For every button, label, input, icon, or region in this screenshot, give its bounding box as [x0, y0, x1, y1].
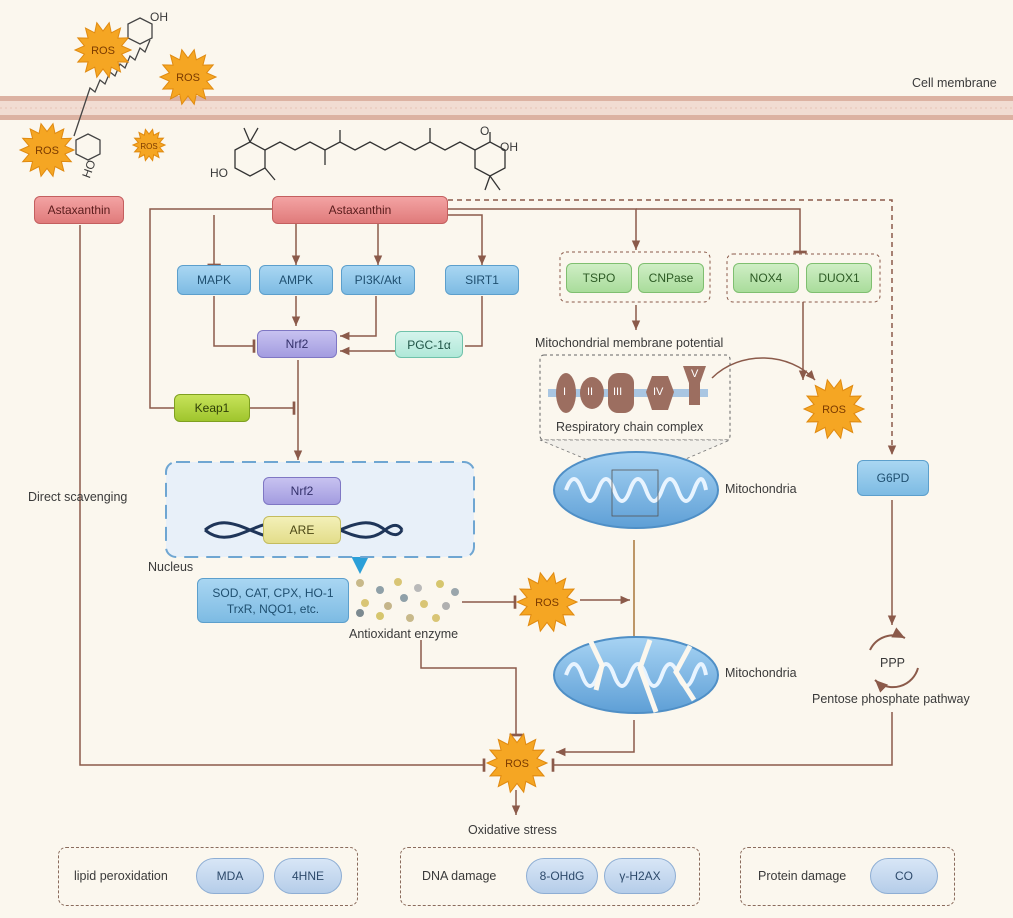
- h2ax-marker[interactable]: γ-H2AX: [604, 858, 676, 894]
- co-marker[interactable]: CO: [870, 858, 938, 894]
- ros-star-enzyme-label: ROS: [535, 597, 559, 609]
- ros-star-center: ROS: [485, 732, 549, 794]
- duox1-node[interactable]: DUOX1: [806, 263, 872, 293]
- complex-ii-label: II: [587, 386, 594, 398]
- ros-star-small-label: ROS: [140, 142, 157, 151]
- nox-group: [726, 253, 881, 303]
- ros-star-top-1-label: ROS: [91, 45, 115, 57]
- pi3k-akt-node[interactable]: PI3K/Akt: [341, 265, 415, 295]
- respiratory-chain-complexes: [548, 366, 708, 413]
- complex-v-label: V: [691, 368, 699, 380]
- pathway-connectors: [79, 199, 897, 815]
- astaxanthin-main-node[interactable]: Astaxanthin: [272, 196, 448, 224]
- mapk-node[interactable]: MAPK: [177, 265, 251, 295]
- protein-damage-label: Protein damage: [758, 869, 847, 883]
- keap1-node[interactable]: Keap1: [174, 394, 250, 422]
- molecule-ho-label: HO: [210, 166, 228, 180]
- astaxanthin-structure: [234, 127, 506, 191]
- cnpase-node[interactable]: CNPase: [638, 263, 704, 293]
- direct-scavenging-label: Direct scavenging: [28, 490, 128, 504]
- enzymes-line-2: TrxR, NQO1, etc.: [226, 601, 320, 616]
- astaxanthin-left-node[interactable]: Astaxanthin: [34, 196, 124, 224]
- protein-damage-group: [740, 847, 955, 906]
- cell-membrane-label: Cell membrane: [912, 76, 997, 90]
- antioxidant-enzyme-label: Antioxidant enzyme: [349, 627, 459, 641]
- g6pd-node[interactable]: G6PD: [857, 460, 929, 496]
- pentose-pathway-label: Pentose phosphate pathway: [812, 692, 970, 706]
- ros-star-mito-label: ROS: [822, 404, 846, 416]
- mitochondrion-damaged: [553, 636, 719, 714]
- ros-star-left: ROS: [18, 122, 76, 178]
- enzymes-line-1: SOD, CAT, CPX, HO-1: [212, 585, 334, 600]
- ros-star-small: ROS: [131, 128, 167, 162]
- molecule-o-label: O: [480, 124, 490, 138]
- sirt1-node[interactable]: SIRT1: [445, 265, 519, 295]
- are-node[interactable]: ARE: [263, 516, 341, 544]
- ppp-cycle-arrows: [869, 627, 919, 693]
- antioxidant-enzymes-node[interactable]: SOD, CAT, CPX, HO-1 TrxR, NQO1, etc.: [197, 578, 349, 623]
- oxidative-stress-label: Oxidative stress: [468, 823, 557, 837]
- ppp-label: PPP: [880, 656, 906, 670]
- ros-star-mito: ROS: [802, 378, 866, 440]
- ros-star-enzyme: ROS: [515, 571, 579, 633]
- complex-iv-label: IV: [653, 386, 664, 398]
- mitochondrion-intact: [553, 451, 719, 529]
- respiratory-chain-label: Respiratory chain complex: [556, 420, 704, 434]
- ros-star-top-1: ROS: [73, 21, 133, 79]
- molecule-oh-label: OH: [500, 140, 518, 154]
- ros-star-left-label: ROS: [35, 145, 59, 157]
- mitochondria-label-2: Mitochondria: [725, 666, 797, 680]
- tspo-node[interactable]: TSPO: [566, 263, 632, 293]
- nrf2-nucleus-node[interactable]: Nrf2: [263, 477, 341, 505]
- tspo-group: [559, 251, 711, 303]
- mitochondria-label-1: Mitochondria: [725, 482, 797, 496]
- mito-membrane-potential-label: Mitochondrial membrane potential: [535, 336, 724, 350]
- mda-marker[interactable]: MDA: [196, 858, 264, 894]
- nox4-node[interactable]: NOX4: [733, 263, 799, 293]
- 4hne-marker[interactable]: 4HNE: [274, 858, 342, 894]
- lipid-peroxidation-group: [58, 847, 358, 906]
- cell-membrane: [0, 96, 1013, 120]
- complex-iii-label: III: [613, 386, 623, 398]
- ros-star-top-2: ROS: [158, 48, 218, 106]
- complex-i-label: I: [563, 386, 567, 398]
- nucleus-label: Nucleus: [148, 560, 194, 574]
- dna-damage-group: [400, 847, 700, 906]
- dna-damage-label: DNA damage: [422, 869, 497, 883]
- 8ohdg-marker[interactable]: 8-OHdG: [526, 858, 598, 894]
- lipid-peroxidation-label: lipid peroxidation: [74, 869, 168, 883]
- nrf2-node[interactable]: Nrf2: [257, 330, 337, 358]
- pgc1a-node[interactable]: PGC-1α: [395, 331, 463, 358]
- membrane-molecule-oh-label: OH: [150, 10, 168, 24]
- antioxidant-enzyme-particles: [356, 578, 459, 622]
- ros-star-center-label: ROS: [505, 758, 529, 770]
- ampk-node[interactable]: AMPK: [259, 265, 333, 295]
- ros-star-top-2-label: ROS: [176, 72, 200, 84]
